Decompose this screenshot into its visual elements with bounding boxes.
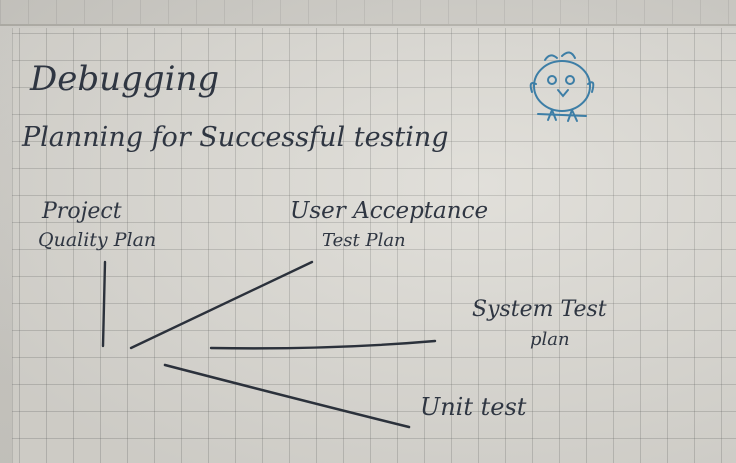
subheading-text: Planning for Successful testing <box>21 122 449 153</box>
stroke-vertical <box>101 260 107 348</box>
label-unit-test: Unit test <box>420 393 527 421</box>
page-edge-divider <box>0 24 736 26</box>
label-system-plan: plan <box>530 329 570 350</box>
label-quality-plan: Quality Plan <box>38 229 156 251</box>
previous-page-edge <box>0 0 736 24</box>
label-system-test: System Test <box>472 297 607 322</box>
label-test-plan: Test Plan <box>322 230 406 251</box>
graph-paper-page <box>12 28 736 463</box>
heading-text: Debugging <box>29 59 219 99</box>
stroke-to-system-test <box>209 339 437 350</box>
stroke-to-unit-test <box>163 363 411 429</box>
label-project: Project <box>41 199 122 224</box>
stroke-to-user-acceptance <box>129 260 314 350</box>
label-user-acceptance: User Acceptance <box>290 198 488 224</box>
bird-doodle-icon <box>529 51 595 122</box>
